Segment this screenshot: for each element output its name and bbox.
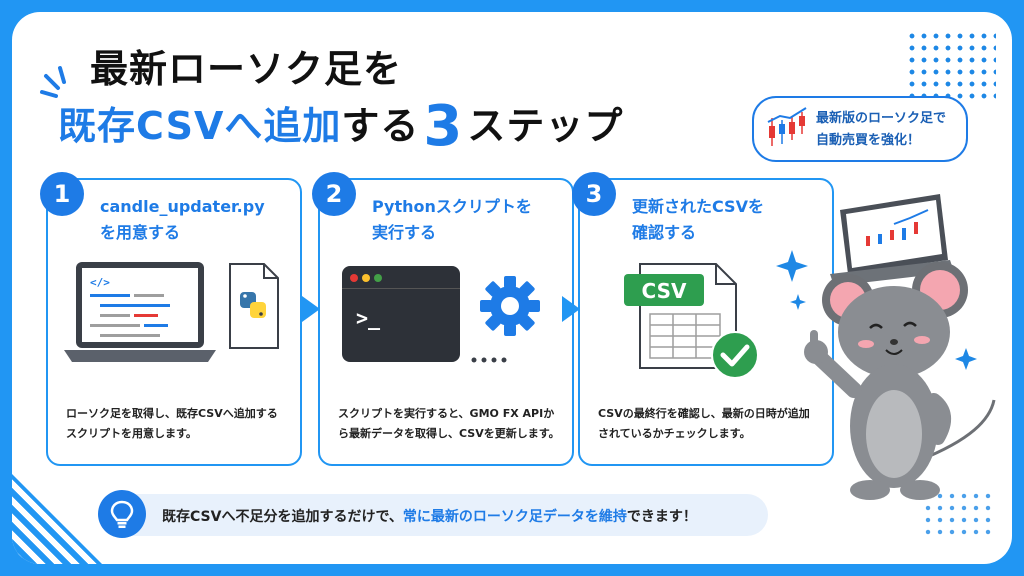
step-title-line-1: 更新されたCSVを xyxy=(632,197,764,216)
sparkle-lines-icon xyxy=(40,66,66,98)
tip-bar: 既存CSVへ不足分を追加するだけで、常に最新のローソク足データを維持できます！ xyxy=(98,490,768,538)
title-highlight: 既存CSVへ追加 xyxy=(58,104,342,148)
corner-stripes xyxy=(12,474,102,564)
bubble-line-1: 最新版のローソク足で xyxy=(816,111,947,126)
step-title-line-2: を用意する xyxy=(100,223,181,242)
svg-text:</>: </> xyxy=(90,276,110,289)
tip-text-a: 既存CSVへ不足分を追加するだけで、 xyxy=(162,509,403,525)
step-title-line-2: 実行する xyxy=(372,223,437,242)
step-title: 更新されたCSVを 確認する xyxy=(632,194,764,246)
bubble-line-2: 自動売買を強化！ xyxy=(816,133,921,148)
mouse-mascot xyxy=(776,194,996,500)
arrow-right-icon xyxy=(562,296,580,322)
step-title-line-1: Pythonスクリプトを xyxy=(372,197,532,216)
speech-bubble: 最新版のローソク足で 自動売買を強化！ xyxy=(752,96,968,162)
step-card-2: 2 Pythonスクリプトを 実行する >_ スクリプト xyxy=(312,172,574,466)
gear-icon xyxy=(471,276,540,363)
laptop-code-icon: </> xyxy=(64,262,279,362)
step-title: candle_updater.py を用意する xyxy=(100,194,265,246)
lightbulb-icon xyxy=(98,490,146,538)
title-line-1: 最新ローソク足を xyxy=(90,47,403,91)
terminal-prompt: >_ xyxy=(356,306,381,330)
step-number-badge: 2 xyxy=(312,172,356,216)
csv-file-icon xyxy=(624,263,737,369)
step-title-line-2: 確認する xyxy=(632,223,697,242)
check-circle-icon xyxy=(711,331,759,379)
arrow-right-icon xyxy=(302,296,320,322)
step-title-line-1: candle_updater.py xyxy=(100,197,265,216)
terminal-icon: >_ xyxy=(342,266,460,362)
step-number-badge: 1 xyxy=(40,172,84,216)
tip-text-c: できます！ xyxy=(626,509,697,525)
step-description: ローソク足を取得し、既存CSVへ追加するスクリプトを用意します。 xyxy=(66,407,278,440)
bubble-text: 最新版のローソク足で 自動売買を強化！ xyxy=(816,108,946,152)
step-number-badge: 3 xyxy=(572,172,616,216)
step-description: CSVの最終行を確認し、最新の日時が追加されているかチェックします。 xyxy=(598,407,810,440)
dot-pattern-top xyxy=(906,30,996,100)
tip-highlight: 常に最新のローソク足データを維持 xyxy=(402,509,627,525)
step-card-1: 1 candle_updater.py を用意する </> ローソク足を取得し、… xyxy=(40,172,302,466)
tip-text: 既存CSVへ不足分を追加するだけで、常に最新のローソク足データを維持できます！ xyxy=(162,506,697,526)
step-title: Pythonスクリプトを 実行する xyxy=(372,194,532,246)
csv-label: CSV xyxy=(641,279,687,303)
dot-pattern-bottom xyxy=(922,490,992,540)
title-number: 3 xyxy=(423,94,464,159)
candlestick-chart-icon xyxy=(767,107,807,146)
title-steps: ステップ xyxy=(467,104,624,148)
step-description: スクリプトを実行すると、GMO FX APIから最新データを取得し、CSVを更新… xyxy=(338,407,560,440)
step-card-3: 3 更新されたCSVを 確認する CSV CSVの最終行を確認し、最新の日時が追… xyxy=(572,172,834,466)
title-suru: する xyxy=(341,104,420,148)
